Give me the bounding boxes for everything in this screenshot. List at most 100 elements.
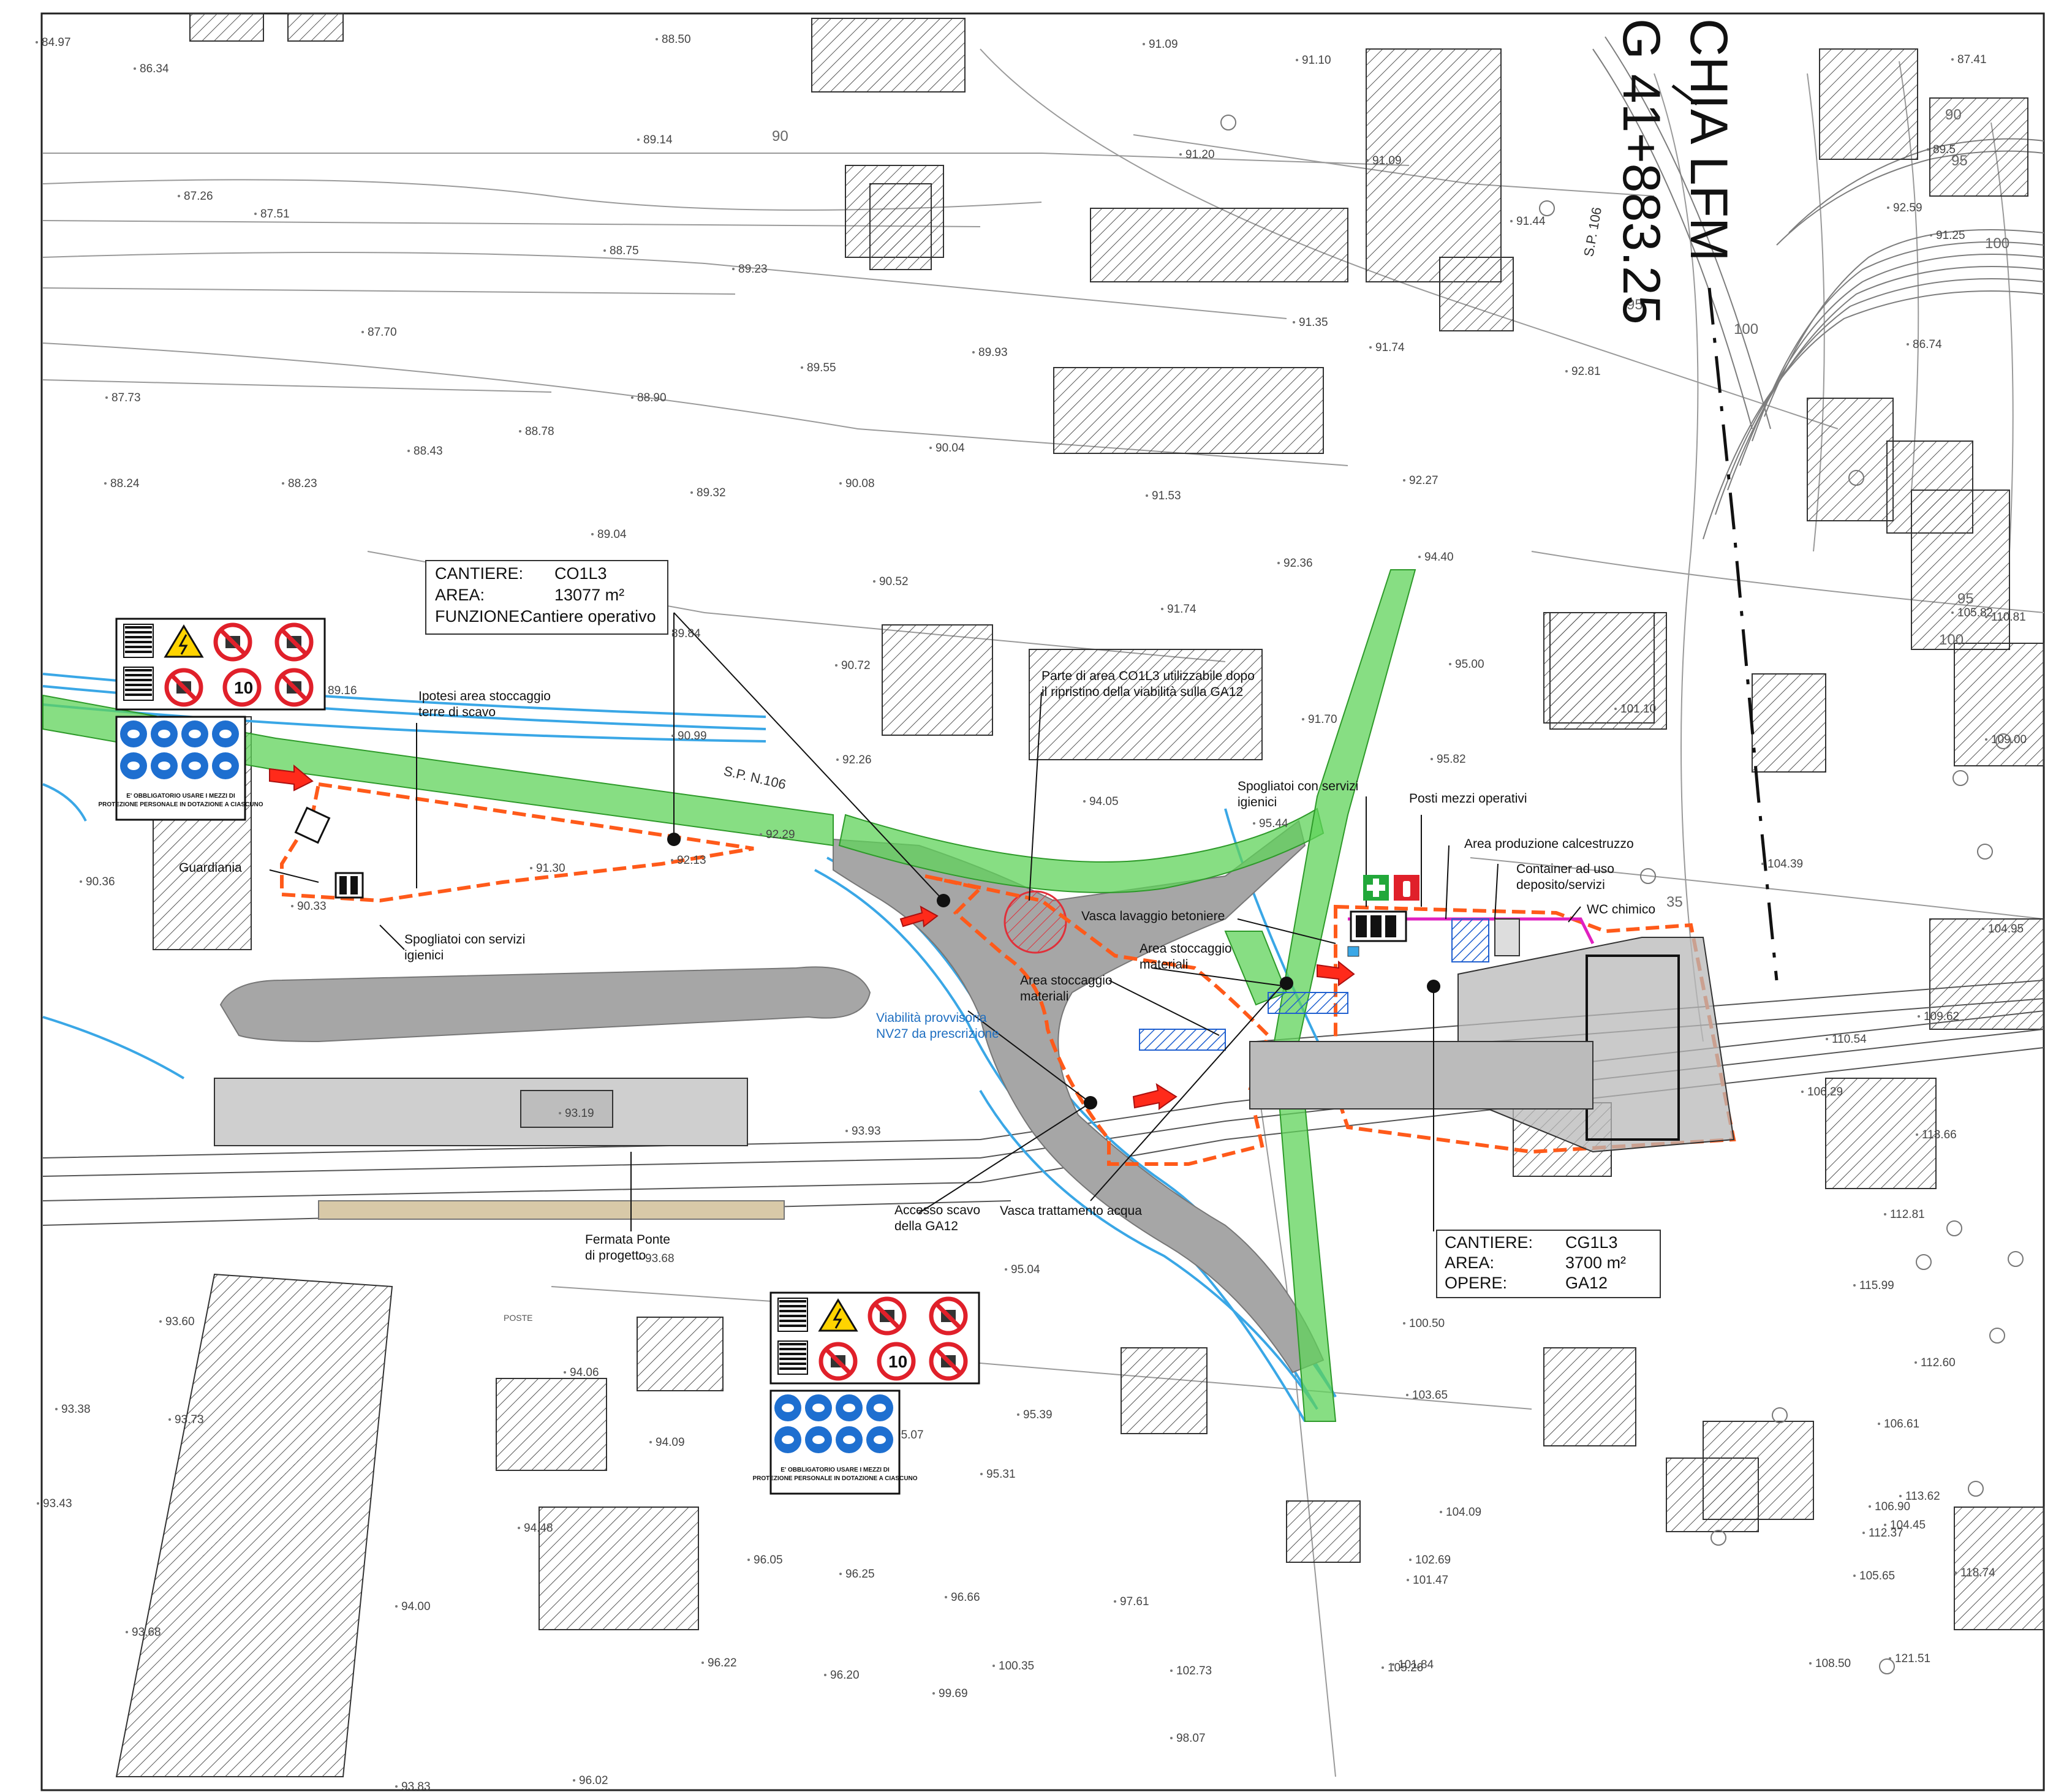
elevation-label: 96.02 [579, 1774, 608, 1787]
elevation-label: 95.44 [1259, 817, 1288, 830]
excavation-tunnel [1249, 1041, 1593, 1110]
annotation-stoccaggio-materiali-2: materiali [1020, 989, 1068, 1004]
red-arrows [269, 764, 1355, 1110]
annotation-spogliatoi-1: igienici [404, 948, 444, 962]
elevation-label: 92.36 [1283, 557, 1313, 570]
annotation-container: deposito/servizi [1516, 878, 1605, 892]
elevation-label: 91.10 [1302, 54, 1331, 67]
elevation-label: 92.27 [1409, 474, 1438, 487]
elevation-label: 96.05 [754, 1554, 783, 1567]
site-box-1-value-2: Cantiere operativo [521, 607, 656, 626]
site-box-cg1l3: CANTIERE: CG1L3 AREA: 3700 m² OPERE: GA1… [1436, 1230, 1661, 1298]
elevation-label: 93.43 [43, 1497, 72, 1510]
no-entry-icon [274, 622, 314, 662]
elevation-label: 91.35 [1299, 316, 1328, 329]
safety-sign-panel: 10 [115, 618, 326, 711]
road-label: S.P. N.106 [722, 763, 788, 793]
goggles-icon [212, 752, 239, 779]
site-box-2-label-0: CANTIERE: [1445, 1233, 1533, 1252]
elevation-label: 113.66 [1922, 1129, 1957, 1141]
annotation-stoccaggio-materiali-2: Area stoccaggio [1020, 974, 1113, 988]
ppe-sign-panel: E' OBBLIGATORIO USARE I MEZZI DIPROTEZIO… [98, 716, 263, 821]
site-box-2-value-1: 3700 m² [1565, 1253, 1626, 1272]
elevation-label: 91.53 [1152, 490, 1181, 502]
elevation-label: 88.23 [288, 477, 317, 490]
annotation-poste: POSTE [504, 1313, 532, 1323]
elevation-label: 93.68 [132, 1626, 161, 1639]
elevation-label: 90.04 [936, 442, 965, 455]
elevation-label: 96.66 [951, 1591, 980, 1604]
elevation-label: 86.74 [1913, 338, 1942, 351]
elevation-label: 109.62 [1924, 1010, 1959, 1023]
elevation-label: 93.19 [565, 1107, 594, 1120]
background-linework [42, 48, 2044, 1777]
contour-label: 95 [1957, 591, 1974, 607]
no-entry-icon [929, 1296, 968, 1336]
svg-text:PROTEZIONE PERSONALE IN DOTAZI: PROTEZIONE PERSONALE IN DOTAZIONE A CIAS… [752, 1475, 917, 1482]
tree-symbols [1220, 115, 2024, 1674]
elevation-label: 103.65 [1412, 1389, 1448, 1402]
elevation-label: 112.60 [1921, 1356, 1956, 1369]
annotation-spogliatoi-1: Spogliatoi con servizi [404, 932, 525, 947]
elevation-label: 110.81 [1991, 611, 2026, 624]
elevation-label: 118.74 [1960, 1567, 1995, 1579]
contour-label: 100 [1734, 321, 1758, 338]
elevation-label: 89.23 [738, 263, 768, 276]
svg-text:10: 10 [888, 1352, 907, 1371]
elevation-label: 92.81 [1571, 365, 1601, 378]
elevation-label: 92.26 [842, 754, 872, 766]
boots-icon [866, 1394, 893, 1421]
elevation-label: 97.61 [1120, 1595, 1149, 1608]
no-entry-icon [929, 1342, 968, 1381]
annotation-fermata: di progetto [585, 1249, 646, 1263]
elevation-label: 91.70 [1308, 713, 1337, 726]
elevation-label: 106.29 [1807, 1086, 1843, 1098]
elevation-label: 94.09 [656, 1436, 685, 1449]
map-frame [40, 12, 2045, 1791]
elevation-label: 87.73 [112, 391, 141, 404]
elevation-label: 110.54 [1832, 1033, 1867, 1046]
annotation-parte-area: Parte di area CO1L3 utilizzabile dopo [1041, 669, 1255, 683]
elevation-label: 109.00 [1991, 733, 2027, 746]
no-entry-icon [818, 1342, 858, 1381]
elevation-label: 94.00 [401, 1600, 431, 1613]
svg-text:E' OBBLIGATORIO USARE I MEZZI: E' OBBLIGATORIO USARE I MEZZI DI [781, 1467, 890, 1473]
annotation-fermata: Fermata Ponte [585, 1233, 670, 1247]
elevation-label: 93.38 [61, 1403, 91, 1416]
elevation-label: 94.40 [1424, 551, 1454, 564]
elevation-label: 98.07 [1176, 1732, 1206, 1745]
elevation-label: 95.82 [1437, 753, 1466, 766]
gray-parking-area [219, 966, 871, 1043]
axis-centerline [1707, 287, 1779, 981]
elevation-label: 87.70 [368, 326, 397, 339]
elevation-label: 106.61 [1884, 1418, 1919, 1431]
elevation-label: 93.83 [401, 1780, 431, 1792]
elevation-label: 101.84 [1398, 1658, 1434, 1671]
storage-area-1 [1139, 1029, 1226, 1051]
concrete-area [1451, 918, 1489, 962]
elevation-label: 90.99 [678, 730, 707, 743]
elevation-label: 90.52 [879, 575, 909, 588]
goggles-icon [805, 1394, 832, 1421]
elevation-label: 91.09 [1149, 38, 1178, 51]
elevation-label: 101.10 [1620, 703, 1656, 716]
elevation-label: 91.44 [1516, 215, 1546, 228]
elevation-label: 105.65 [1859, 1570, 1895, 1582]
annotation-stoccaggio-materiali-1: materiali [1140, 958, 1188, 972]
elevation-label: 93.68 [645, 1252, 675, 1265]
elevation-label: 90.36 [86, 875, 115, 888]
elevation-label: 112.81 [1890, 1208, 1925, 1221]
elevation-label: 102.73 [1176, 1665, 1212, 1677]
elevation-label: 95.39 [1023, 1408, 1053, 1421]
gloves-icon [836, 1426, 863, 1453]
fire-extinguisher-icon [1394, 875, 1419, 901]
boots-icon [151, 752, 178, 779]
warning-electric-icon [818, 1298, 858, 1332]
elevation-label: 100.35 [999, 1660, 1034, 1673]
elevation-label: 91.74 [1167, 603, 1196, 616]
elevation-label: 94.05 [1089, 795, 1119, 808]
safety-sign-panel: 10 [769, 1291, 980, 1385]
annotation-guardiania: Guardiania [179, 861, 242, 875]
elevation-label: 88.43 [414, 445, 443, 458]
annotation-viabilita: Viabilità provvisoria [876, 1011, 987, 1025]
